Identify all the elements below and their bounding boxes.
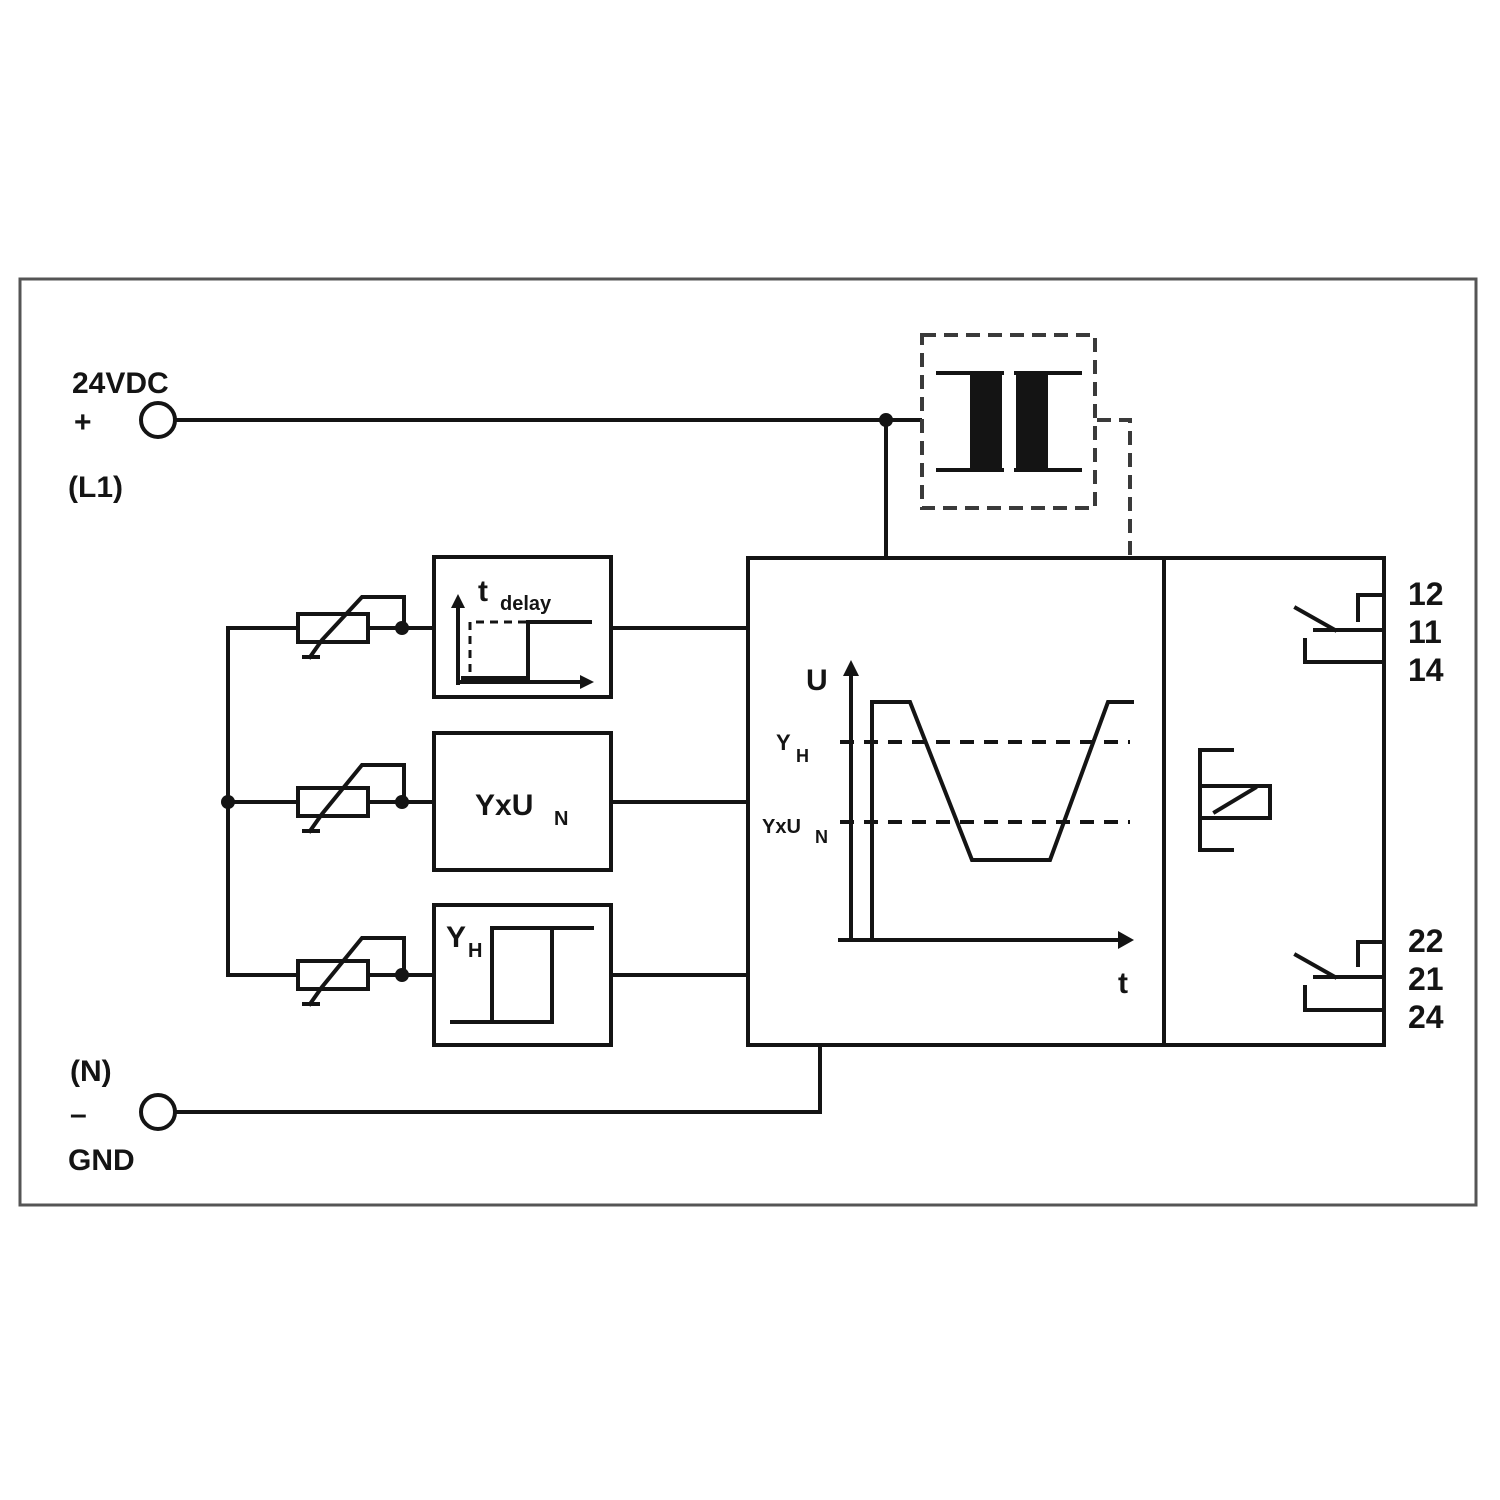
voltage-curve bbox=[870, 700, 1134, 942]
arrow-right-icon bbox=[1118, 931, 1134, 949]
transformer-output-wire bbox=[1097, 418, 1132, 558]
terminal-12-label: 12 bbox=[1408, 576, 1444, 612]
arrow-up-icon bbox=[451, 594, 465, 608]
hysteresis-curve bbox=[490, 926, 554, 1024]
gnd-rail bbox=[173, 1043, 822, 1114]
graph-yxun-label: YxU bbox=[762, 816, 801, 838]
delay-t-label: t bbox=[478, 575, 488, 608]
threshold-label: YxU bbox=[475, 789, 533, 822]
arrow-right-icon bbox=[580, 675, 594, 689]
terminal-21-label: 21 bbox=[1408, 961, 1444, 997]
relay-contact-2-icon bbox=[1293, 940, 1386, 1012]
supply-n-label: (N) bbox=[70, 1055, 112, 1088]
hysteresis-sub-label: H bbox=[468, 940, 482, 962]
relay-block bbox=[1162, 556, 1386, 1047]
delay-output-signal bbox=[461, 620, 592, 680]
graph-t-axis-label: t bbox=[1118, 967, 1128, 1000]
terminal-24-label: 24 bbox=[1408, 999, 1444, 1035]
graph-u-axis-label: U bbox=[806, 664, 828, 697]
logic-block bbox=[746, 556, 1166, 1047]
delay-sub-label: delay bbox=[500, 593, 552, 615]
delay-input-signal bbox=[468, 620, 528, 672]
transformer-core-icon bbox=[1016, 373, 1048, 470]
supply-minus-label: – bbox=[70, 1098, 87, 1131]
relay-contact-1-icon bbox=[1293, 593, 1386, 664]
relay-coil-icon bbox=[1198, 748, 1272, 852]
diagram-frame bbox=[18, 277, 1478, 1207]
arrow-up-icon bbox=[843, 660, 859, 676]
supply-l1-label: (L1) bbox=[68, 471, 123, 504]
hysteresis-label: Y bbox=[446, 921, 466, 954]
potentiometer-hysteresis-icon bbox=[226, 936, 436, 1007]
threshold-sub-label: N bbox=[554, 808, 568, 830]
terminal-14-label: 14 bbox=[1408, 652, 1444, 688]
graph-yxun-sub-label: N bbox=[815, 827, 828, 847]
transformer-core-icon bbox=[970, 373, 1002, 470]
potentiometer-delay-icon bbox=[226, 595, 436, 660]
gnd-terminal-icon bbox=[139, 1093, 177, 1131]
terminal-11-label: 11 bbox=[1408, 614, 1442, 650]
plus-terminal-icon bbox=[139, 401, 177, 439]
potentiometer-threshold-icon bbox=[226, 763, 436, 834]
hysteresis-curve bbox=[450, 926, 594, 1024]
terminal-22-label: 22 bbox=[1408, 923, 1444, 959]
supply-plus-label: + bbox=[74, 406, 92, 439]
graph-yh-label: Y bbox=[776, 730, 791, 755]
supply-gnd-label: GND bbox=[68, 1144, 135, 1177]
supply-voltage-label: 24VDC bbox=[72, 367, 169, 400]
transformer-box bbox=[920, 333, 1097, 510]
graph-yh-sub-label: H bbox=[796, 746, 809, 766]
